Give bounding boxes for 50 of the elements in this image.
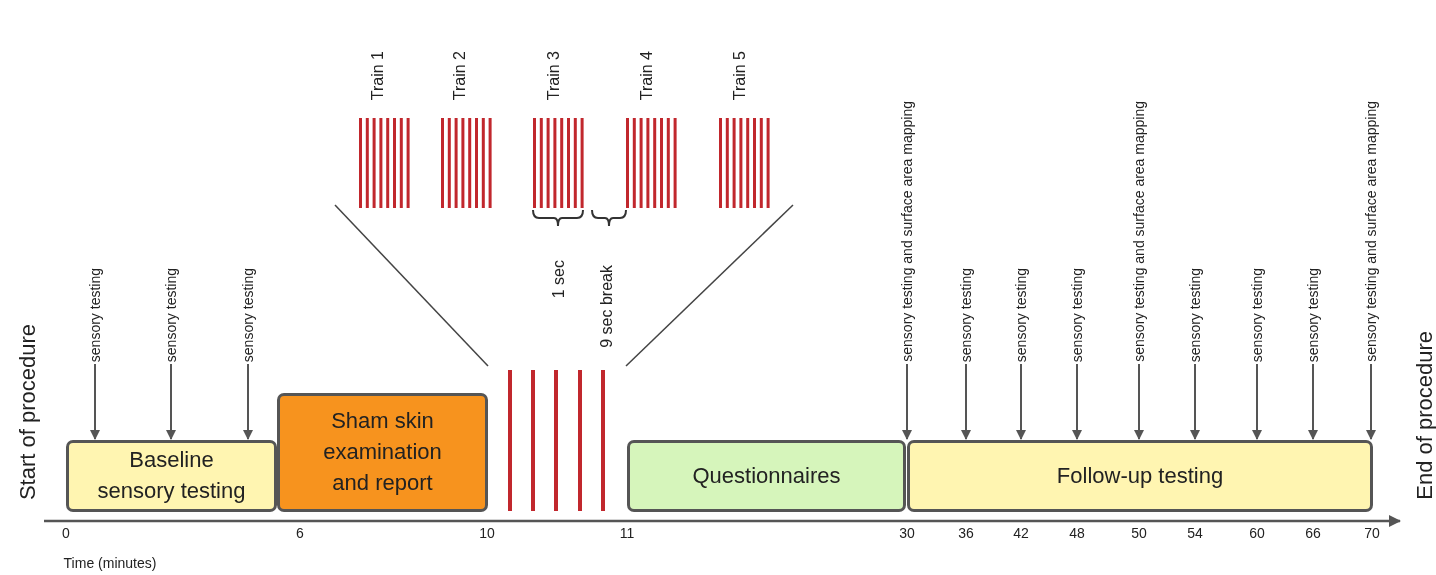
phase-box: Follow-up testing (907, 440, 1373, 512)
step-label: sensory testing (240, 267, 256, 362)
tick-label: 70 (1364, 525, 1380, 541)
step-label: sensory testing and surface area mapping (899, 101, 915, 362)
train-label: Train 2 (451, 50, 469, 100)
arrow (1072, 363, 1082, 440)
tick-label: 66 (1305, 525, 1321, 541)
step-label: sensory testing (1249, 267, 1265, 362)
arrow (1134, 363, 1144, 440)
train-label: Train 5 (731, 50, 749, 100)
step-label: sensory testing and surface area mapping (1363, 101, 1379, 362)
step-label: sensory testing (958, 267, 974, 362)
tick-label: 60 (1249, 525, 1265, 541)
arrow (1252, 363, 1262, 440)
phase-box: Questionnaires (627, 440, 906, 512)
tick-label: 48 (1069, 525, 1085, 541)
step-label: sensory testing (87, 267, 103, 362)
tick-label: 54 (1187, 525, 1203, 541)
phase-box: Baseline sensory testing (66, 440, 277, 512)
step-label: sensory testing (1013, 267, 1029, 362)
train-label: Train 3 (545, 50, 563, 100)
step-label: sensory testing (1305, 267, 1321, 362)
arrow (1308, 363, 1318, 440)
arrow (961, 363, 971, 440)
tick-label: 30 (899, 525, 915, 541)
arrow (1016, 363, 1026, 440)
duration-label: 9 sec break (598, 265, 616, 348)
arrow (1366, 363, 1376, 440)
step-label: sensory testing (1069, 267, 1085, 362)
arrow (1190, 363, 1200, 440)
tick-label: 0 (62, 525, 70, 541)
axis-title: Time (minutes) (63, 555, 157, 571)
tick-label: 36 (958, 525, 974, 541)
tick-label: 50 (1131, 525, 1147, 541)
train-label: Train 4 (638, 50, 656, 100)
step-label: sensory testing (163, 267, 179, 362)
arrow (902, 363, 912, 440)
tick-label: 42 (1013, 525, 1029, 541)
train-label: Train 1 (369, 50, 387, 100)
step-label: sensory testing and surface area mapping (1131, 101, 1147, 362)
tick-label: 10 (479, 525, 495, 541)
arrow (243, 363, 253, 440)
step-label: sensory testing (1187, 267, 1203, 362)
duration-label: 1 sec (550, 259, 568, 298)
arrow (166, 363, 176, 440)
phase-box: Sham skin examination and report (277, 393, 488, 512)
procedure-label: Start of procedure (15, 323, 41, 500)
tick-label: 6 (296, 525, 304, 541)
arrow (90, 363, 100, 440)
tick-label: 11 (619, 525, 635, 541)
